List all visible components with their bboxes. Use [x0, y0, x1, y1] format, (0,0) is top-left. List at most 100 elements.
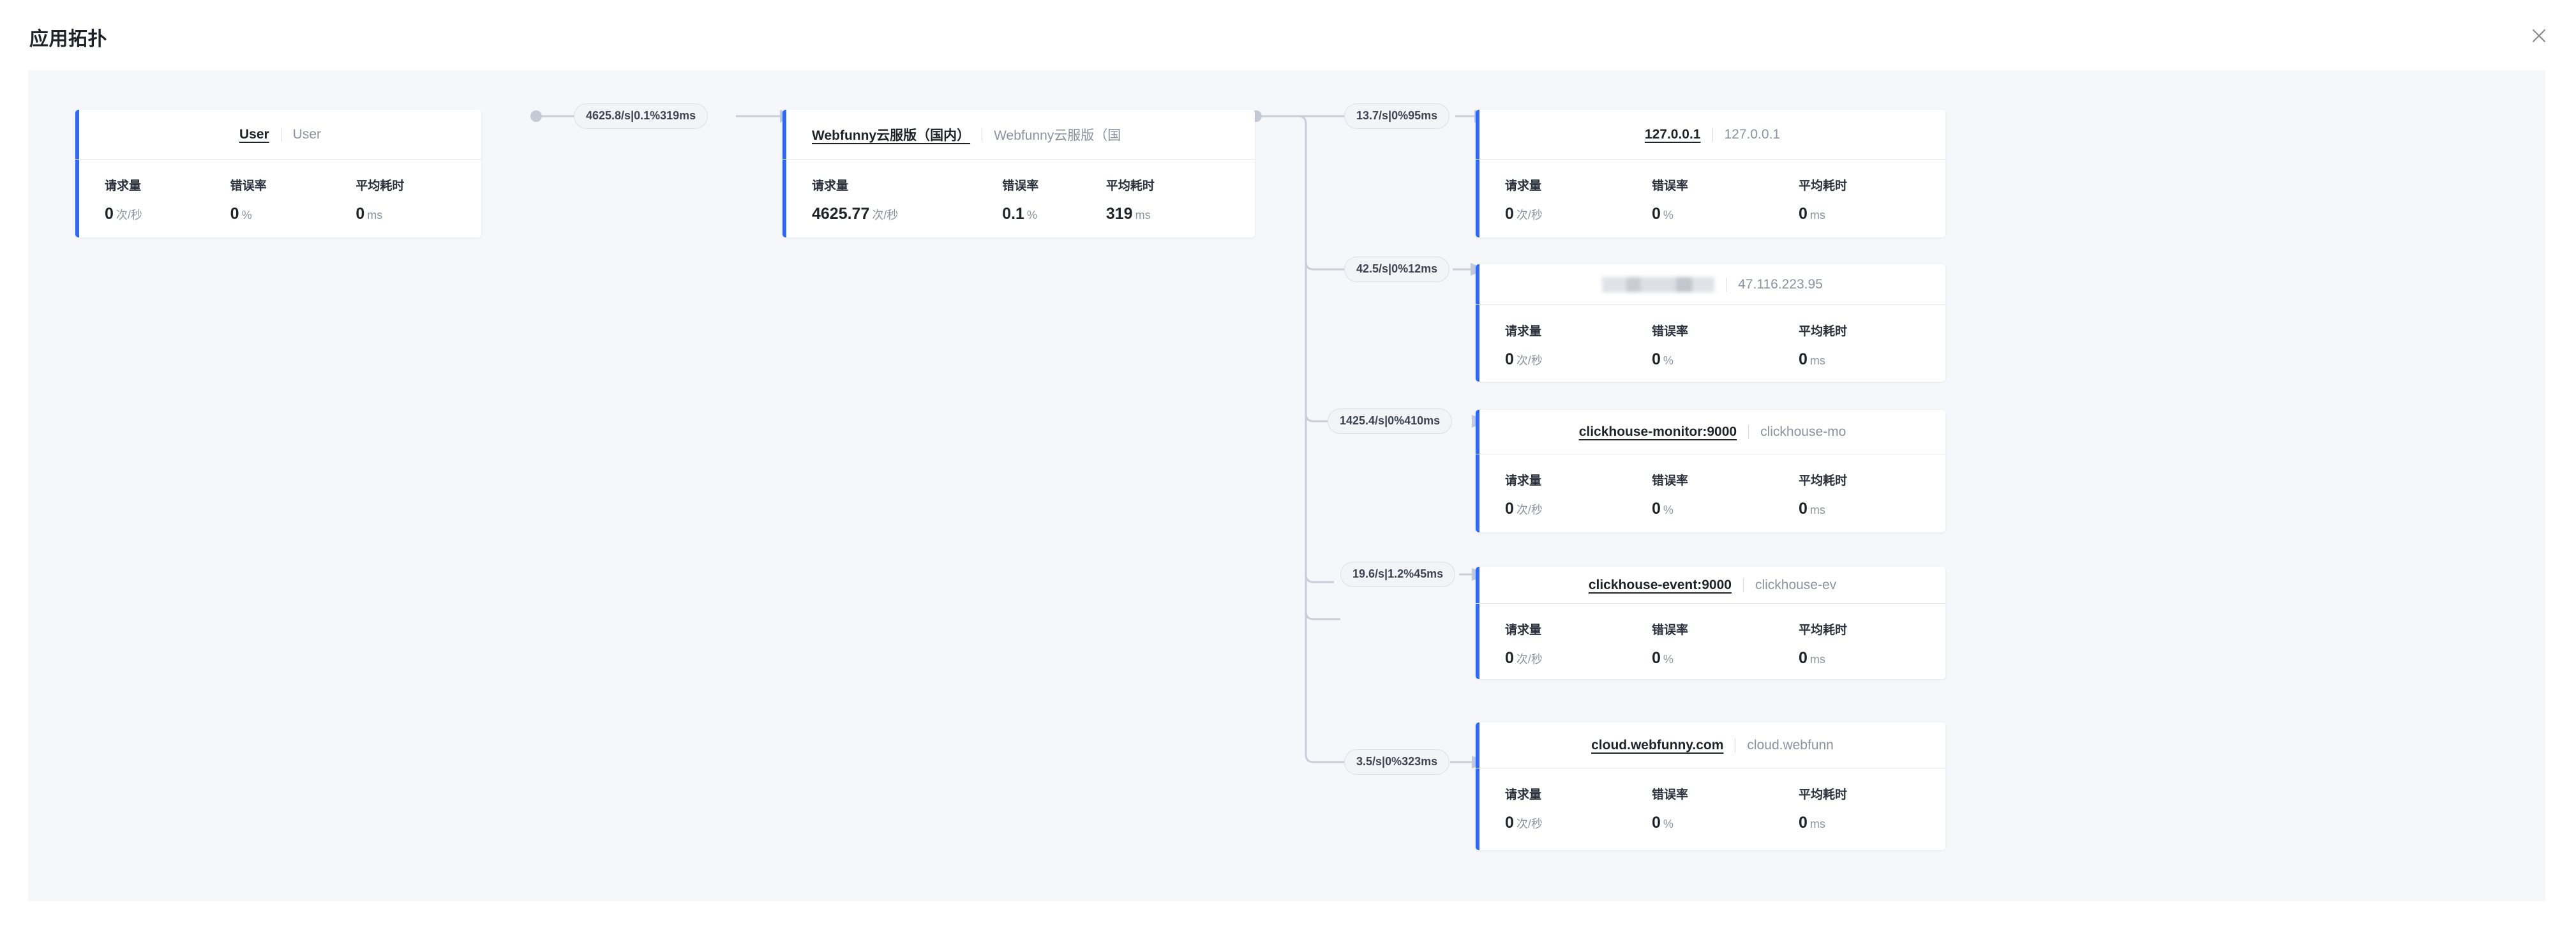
- metric-number: 0: [1799, 814, 1808, 832]
- node-name-link[interactable]: clickhouse-event:9000: [1588, 577, 1732, 592]
- node-header: 127.0.0.1 127.0.0.1: [1476, 110, 1945, 160]
- metric-unit: 次/秒: [872, 209, 899, 221]
- node-header: 47.116.223.95: [1476, 264, 1945, 305]
- metric-number: 0: [1505, 814, 1514, 832]
- metric-number: 0: [1652, 814, 1661, 832]
- node-name-link[interactable]: 127.0.0.1: [1644, 126, 1701, 142]
- edge-label-webfunny-to-ch-event[interactable]: 19.6/s|1.2%45ms: [1340, 562, 1456, 587]
- close-icon[interactable]: [2520, 17, 2558, 55]
- metric-number: 0: [105, 205, 114, 223]
- edge-label-webfunny-to-cloud[interactable]: 3.5/s|0%323ms: [1344, 749, 1450, 775]
- metric-unit: %: [1026, 209, 1037, 221]
- node-accent-bar: [1476, 410, 1479, 532]
- edge-label-webfunny-to-localhost[interactable]: 13.7/s|0%95ms: [1344, 103, 1450, 129]
- node-title-divider: [1748, 424, 1749, 439]
- metric-label-requests: 请求量: [1505, 179, 1542, 193]
- edge-label-user-to-webfunny[interactable]: 4625.8/s|0.1%319ms: [574, 103, 708, 129]
- node-accent-bar: [75, 110, 79, 237]
- node-name-link[interactable]: User: [239, 126, 269, 142]
- metric-label-requests: 请求量: [105, 179, 142, 193]
- metric-error-rate: 错误率 0%: [1652, 785, 1799, 832]
- header-bar: 应用拓扑: [0, 0, 2576, 75]
- metric-unit: ms: [1809, 209, 1825, 221]
- page-title: 应用拓扑: [29, 29, 107, 50]
- metric-label-requests: 请求量: [812, 179, 849, 193]
- metric-unit: ms: [1809, 504, 1825, 516]
- metric-number: 0: [1799, 205, 1808, 223]
- node-subtitle: User: [292, 126, 322, 142]
- node-card-webfunny-cloud-cn[interactable]: Webfunny云服版（国内） Webfunny云服版（国 请求量 4625.7…: [783, 110, 1255, 237]
- metric-number: 0: [1505, 350, 1514, 368]
- edge-label-webfunny-to-host[interactable]: 42.5/s|0%12ms: [1344, 257, 1450, 282]
- node-name-link[interactable]: clickhouse-monitor:9000: [1578, 424, 1737, 439]
- topology-canvas[interactable]: 4625.8/s|0.1%319ms 13.7/s|0%95ms 42.5/s|…: [28, 70, 2545, 901]
- metric-label-error-rate: 错误率: [1652, 788, 1689, 802]
- metric-unit: 次/秒: [1516, 504, 1543, 516]
- metric-number: 319: [1105, 205, 1133, 223]
- metric-unit: ms: [1135, 209, 1151, 221]
- node-card-clickhouse-monitor[interactable]: clickhouse-monitor:9000 clickhouse-mo 请求…: [1476, 410, 1945, 532]
- metric-number: 0: [1799, 350, 1808, 368]
- metric-error-rate: 错误率 0%: [1652, 176, 1799, 223]
- metric-error-rate: 错误率 0%: [1652, 322, 1799, 369]
- metric-unit: %: [1663, 209, 1674, 221]
- edge-label-webfunny-to-ch-monitor[interactable]: 1425.4/s|0%410ms: [1328, 408, 1453, 434]
- node-subtitle: clickhouse-mo: [1760, 424, 1846, 439]
- node-name-link[interactable]: Webfunny云服版（国内）: [812, 128, 971, 143]
- metric-unit: 次/秒: [1516, 209, 1543, 221]
- metric-label-error-rate: 错误率: [1652, 179, 1689, 193]
- metric-number: 0: [1505, 205, 1514, 223]
- node-accent-bar: [1476, 722, 1479, 850]
- node-accent-bar: [783, 110, 786, 237]
- node-header: User User: [75, 110, 481, 160]
- metric-error-rate: 错误率 0%: [230, 176, 356, 223]
- metric-value-error-rate: 0%: [1652, 500, 1799, 518]
- metric-label-avg-latency: 平均耗时: [1799, 474, 1848, 488]
- metric-label-avg-latency: 平均耗时: [1105, 179, 1155, 193]
- node-name-redacted[interactable]: [1602, 276, 1715, 292]
- node-accent-bar: [1476, 110, 1479, 237]
- node-title-divider: [1712, 127, 1713, 142]
- metric-label-error-rate: 错误率: [1002, 179, 1039, 193]
- metric-number: 0: [1505, 500, 1514, 518]
- metric-value-error-rate: 0%: [1652, 205, 1799, 223]
- node-name-link[interactable]: cloud.webfunny.com: [1591, 737, 1724, 752]
- metric-label-requests: 请求量: [1505, 788, 1542, 802]
- metric-value-error-rate: 0%: [1652, 814, 1799, 832]
- metric-error-rate: 错误率 0.1%: [1002, 176, 1106, 223]
- metric-unit: %: [1663, 504, 1674, 516]
- metric-label-requests: 请求量: [1505, 624, 1542, 637]
- node-card-clickhouse-event[interactable]: clickhouse-event:9000 clickhouse-ev 请求量 …: [1476, 567, 1945, 679]
- node-subtitle: Webfunny云服版（国: [994, 128, 1121, 143]
